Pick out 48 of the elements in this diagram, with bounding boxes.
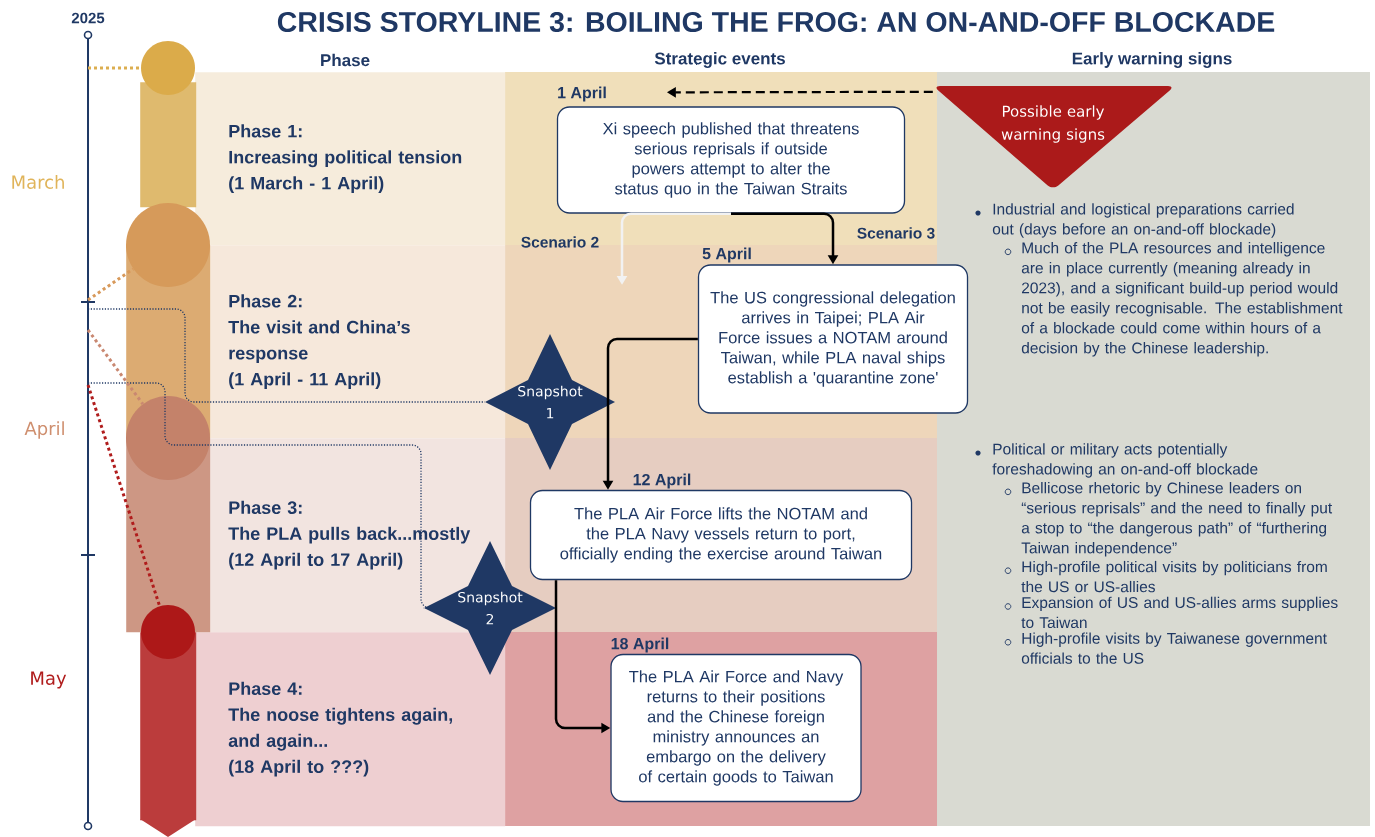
connector-line xyxy=(88,66,141,70)
snapshot-star: Snapshot 1 xyxy=(485,334,615,470)
phase-band: Phase 2: The visit and China’s response (1 April - 11 April) xyxy=(210,245,506,439)
circle-marker xyxy=(141,41,195,95)
circle-marker xyxy=(126,396,210,480)
node-label: The visit and China’s response xyxy=(228,320,410,364)
circle-marker xyxy=(141,605,195,659)
edge-label: Scenario 3 xyxy=(857,227,935,239)
bullet-item: Bellicose rhetoric by Chinese leaders on “serious reprisals” and the need to finally put a stop to “the dangerous path” of “furthering Taiwan independence” xyxy=(1004,482,1333,557)
node-label: Increasing political tension xyxy=(229,150,462,168)
node-label: Phase 3: xyxy=(229,500,302,515)
node-label: (1 April - 11 April) xyxy=(229,372,381,390)
connector-line xyxy=(86,384,162,607)
node-label: Phase 2: xyxy=(229,294,302,308)
edge-label: Scenario 2 xyxy=(521,236,599,248)
bullet-item: Industrial and logistical preparations carried out (days before an on-and-off blockade) xyxy=(975,203,1294,238)
bullet-item: Much of the PLA resources and intelligence are in place currently (meaning already in 2023), and a significant build-up period would not be easily recognisable. The establishment of a blockade could come within hours of a decision by the Chinese leadership. xyxy=(1004,242,1343,357)
node-label: Phase 1: xyxy=(229,124,302,138)
bullet-item: Political or military acts potentially foreshadowing an on-and-off blockade xyxy=(975,443,1258,478)
date-label: 12 April xyxy=(633,473,691,489)
column-header: Strategic events xyxy=(654,52,785,68)
date-label: 5 April xyxy=(702,247,751,263)
connector-line xyxy=(87,308,486,403)
connector-line xyxy=(86,329,145,405)
event-box: The PLA Air Force and Navy returns to their positions and the Chinese foreign ministry announces an embargo on the delivery of certain goods to Taiwan xyxy=(610,653,862,803)
node-label: (12 April to 17 April) xyxy=(229,552,403,570)
bullet-item: High-profile visits by Taiwanese government officials to the US xyxy=(1004,632,1327,664)
phase-band: Phase 4: The noose tightens again, and again... (18 April to ???) xyxy=(195,632,506,827)
year-label: 2025 xyxy=(71,12,105,24)
date-label: 1 April xyxy=(558,86,606,102)
title: CRISIS STORYLINE 3: BOILING THE FROG: AN ON-AND-OFF BLOCKADE xyxy=(277,11,1275,33)
node-label: (1 March - 1 April) xyxy=(229,176,384,194)
column-header: Early warning signs xyxy=(1072,52,1232,68)
event-box: Xi speech published that threatens serious reprisals if outside powers attempt to alter the status quo in the Taiwan Straits xyxy=(556,106,906,214)
month-label: March xyxy=(12,175,64,189)
warning-triangle: Possible early warning signs xyxy=(936,86,1172,188)
node-label: The PLA pulls back...mostly xyxy=(228,526,471,544)
phase-bar xyxy=(140,82,197,208)
connector-line xyxy=(87,267,135,302)
circle-marker xyxy=(126,203,210,287)
bullet-item: High-profile political visits by politicians from the US or US-allies xyxy=(1004,560,1327,593)
month-label: May xyxy=(31,671,67,689)
event-box: The US congressional delegation arrives in Taipei; PLA Air Force issues a NOTAM around Taiwan, while PLA naval ships establish a 'quarantine zone' xyxy=(697,264,969,414)
date-label: 18 April xyxy=(611,637,669,653)
bullet-item: Expansion of US and US-allies arms supplies to Taiwan xyxy=(1004,596,1338,629)
event-box: The PLA Air Force lifts the NOTAM and the PLA Navy vessels return to port, officially ending the exercise around Taiwan xyxy=(529,489,913,581)
month-label: April xyxy=(24,421,64,439)
phase-band: Phase 1: Increasing political tension (1 March - 1 April) xyxy=(195,72,506,246)
